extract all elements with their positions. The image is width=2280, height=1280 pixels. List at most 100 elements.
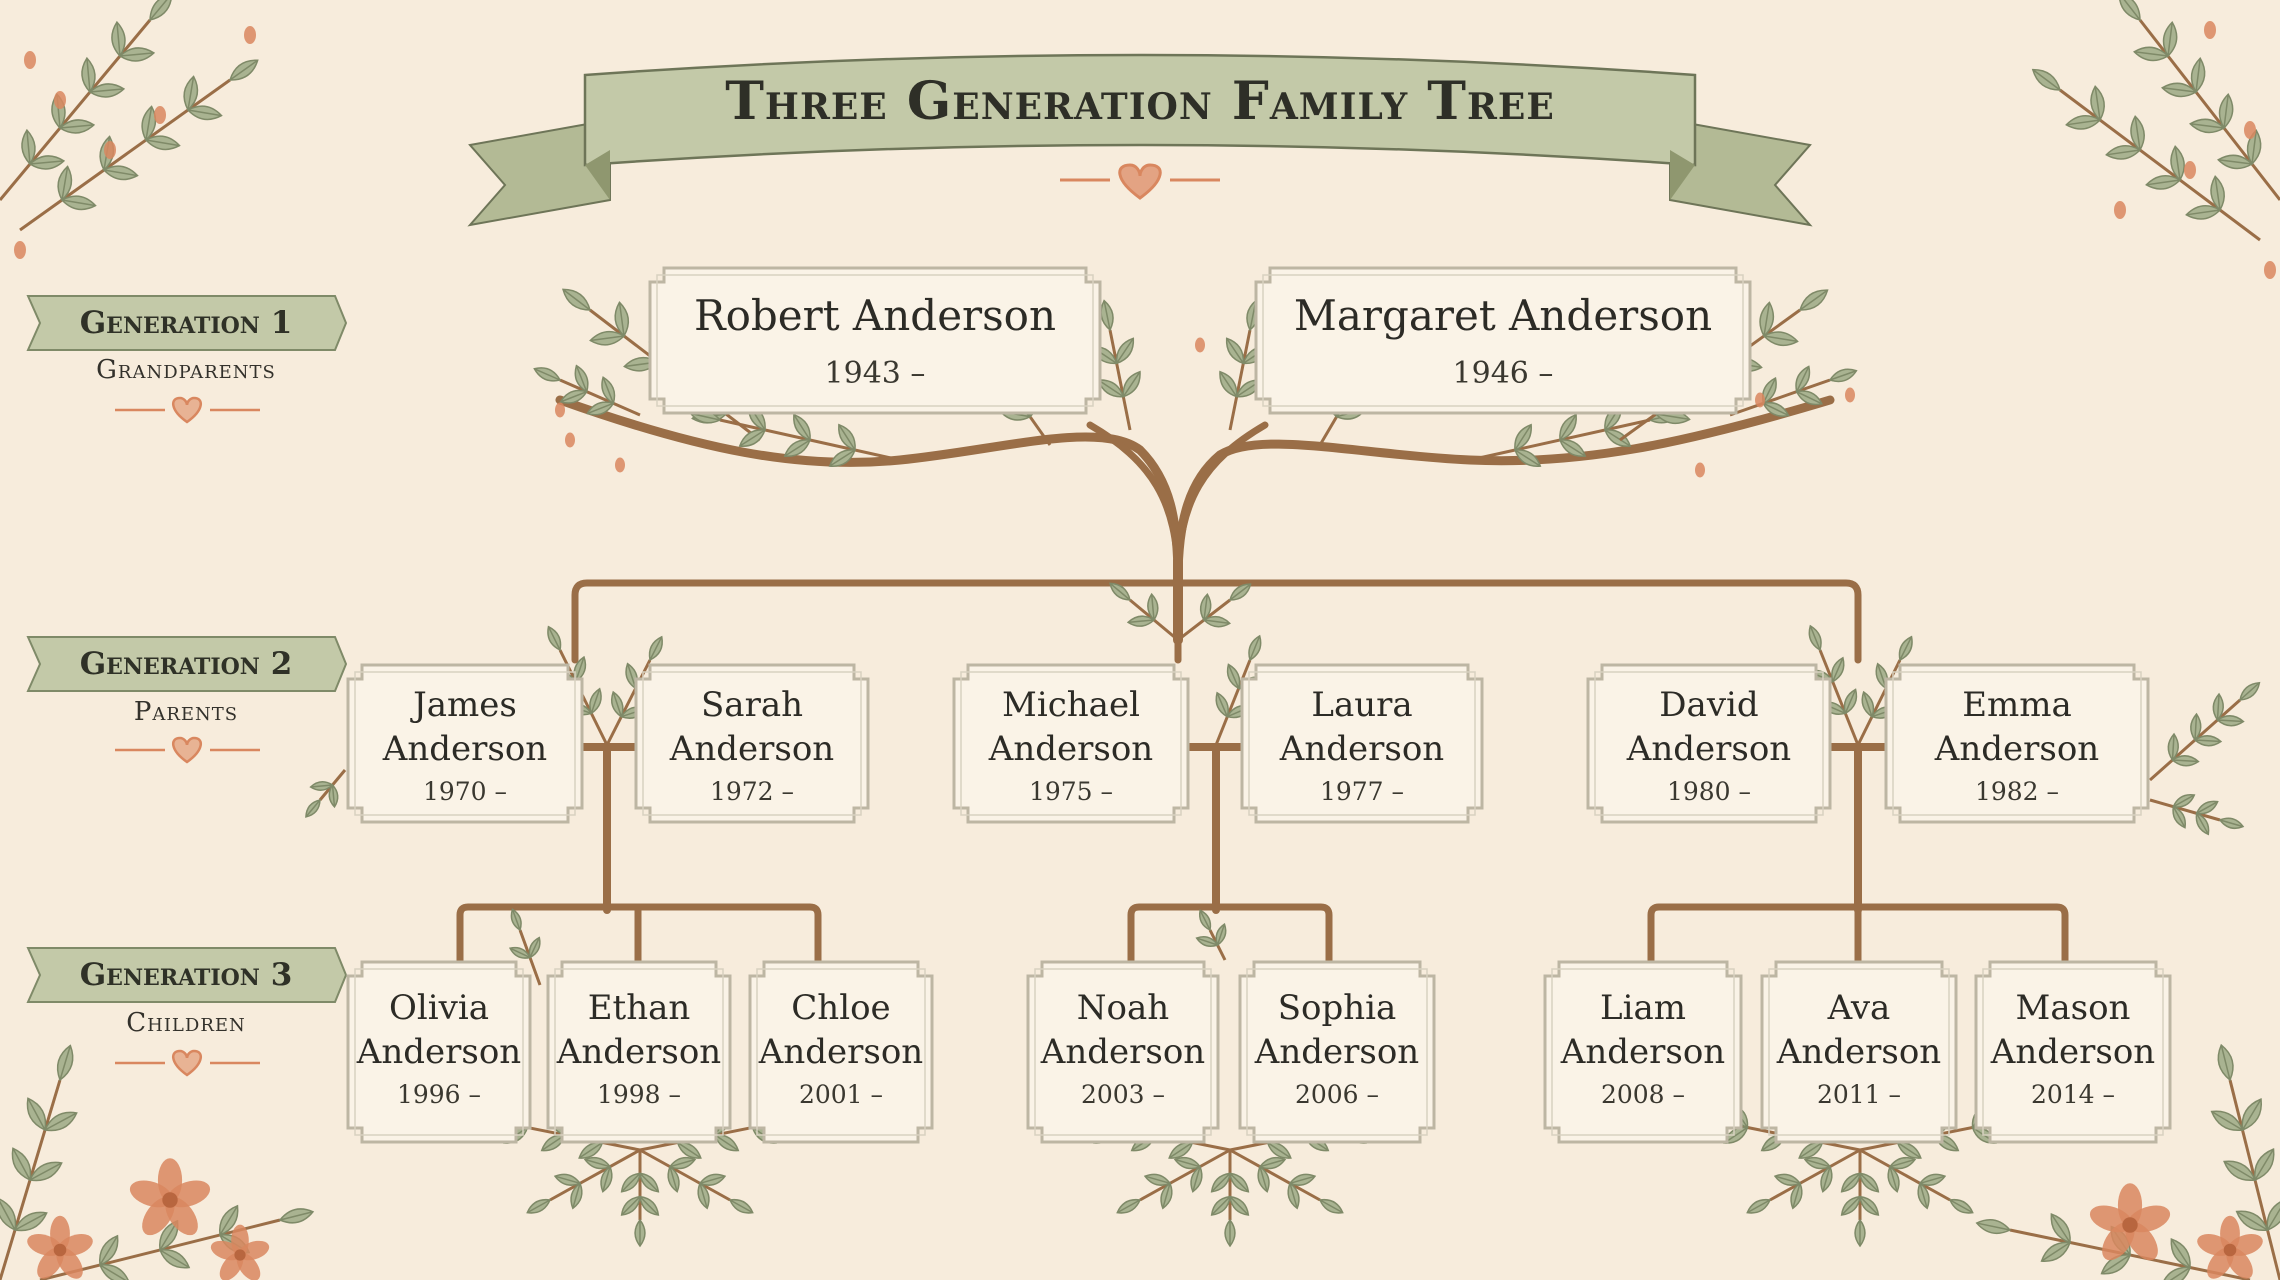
leaf-icon xyxy=(574,364,589,393)
leaf-icon xyxy=(1795,390,1824,406)
bud-icon xyxy=(2244,121,2256,139)
person-card-sarah[interactable]: Sarah Anderson 1972 – xyxy=(636,665,868,822)
sprig-stem xyxy=(559,378,641,417)
leaf-icon xyxy=(1226,663,1241,690)
person-birth-year: 1977 – xyxy=(1319,777,1405,806)
flower-icon xyxy=(210,1224,270,1280)
person-card-ava[interactable]: Ava Anderson 2011 – xyxy=(1762,962,1956,1142)
bud-icon xyxy=(2204,21,2216,39)
leaf-icon xyxy=(219,1204,239,1237)
person-first-name: Mason xyxy=(2015,988,2131,1028)
card-frame xyxy=(346,960,532,1144)
leaf-icon xyxy=(1229,1195,1250,1216)
leaf-icon xyxy=(528,936,541,959)
person-card-chloe[interactable]: Chloe Anderson 2001 – xyxy=(750,962,932,1142)
leaf-icon xyxy=(1513,449,1542,467)
person-first-name: Ava xyxy=(1827,988,1891,1028)
sprig-stem xyxy=(1139,1148,1231,1202)
person-card-noah[interactable]: Noah Anderson 2003 – xyxy=(1028,962,1218,1142)
person-first-name: Michael xyxy=(1002,685,1140,725)
leaf-icon xyxy=(559,389,588,404)
leaf-icon xyxy=(1215,691,1229,718)
person-first-name: Sophia xyxy=(1277,988,1397,1028)
card-inner-frame xyxy=(1248,671,1476,816)
leaf-icon xyxy=(2193,735,2223,747)
person-card-mason[interactable]: Mason Anderson 2014 – xyxy=(1976,962,2170,1142)
leaf-icon xyxy=(2216,715,2245,727)
person-last-name: Anderson xyxy=(1040,1032,1206,1072)
leaf-icon xyxy=(1803,1156,1832,1170)
leaf-icon xyxy=(2160,1266,2192,1280)
leaf-icon xyxy=(2040,1241,2072,1262)
leaf-icon xyxy=(2195,800,2219,815)
person-last-name: Anderson xyxy=(758,1032,924,1072)
person-card-margaret[interactable]: Margaret Anderson 1946 – xyxy=(1256,268,1750,413)
page-title: Three Generation Family Tree xyxy=(725,71,1555,132)
leaf-icon xyxy=(2162,21,2178,58)
leaf-icon xyxy=(1210,1172,1231,1193)
person-card-laura[interactable]: Laura Anderson 1977 – xyxy=(1242,665,1482,822)
leaf-icon xyxy=(1840,1195,1861,1216)
leaf-icon xyxy=(2130,115,2145,152)
card-frame xyxy=(1760,960,1958,1144)
person-card-liam[interactable]: Liam Anderson 2008 – xyxy=(1545,962,1741,1142)
person-card-emma[interactable]: Emma Anderson 1982 – xyxy=(1886,665,2148,822)
leaf-icon xyxy=(1603,429,1632,447)
flower-decorations xyxy=(14,21,2276,1280)
leaf-icon xyxy=(1559,413,1577,442)
sprig-stem xyxy=(639,1148,731,1202)
leaf-icon xyxy=(1190,1165,1203,1193)
card-frame xyxy=(634,663,870,824)
person-name: Robert Anderson xyxy=(693,291,1057,340)
leaf-icon xyxy=(1746,1198,1772,1214)
leaf-icon xyxy=(1795,365,1811,393)
person-birth-year: 2001 – xyxy=(798,1080,884,1109)
card-frame xyxy=(346,663,584,824)
leaf-icon xyxy=(1888,1156,1917,1170)
generation-3-sub: Children xyxy=(126,1008,246,1038)
person-first-name: Ethan xyxy=(587,988,691,1028)
leaf-icon xyxy=(1199,909,1212,932)
person-last-name: Anderson xyxy=(356,1032,522,1072)
leaf-icon xyxy=(738,429,767,447)
leaf-icon xyxy=(2145,175,2182,190)
person-card-ethan[interactable]: Ethan Anderson 1998 – xyxy=(548,962,730,1142)
leaf-icon xyxy=(601,376,616,405)
leaf-icon xyxy=(1759,301,1775,338)
card-frame xyxy=(1974,960,2172,1144)
leaf-icon xyxy=(13,1211,48,1232)
leaf-icon xyxy=(634,1218,646,1248)
generation-2-sub: Parents xyxy=(133,697,239,727)
leaf-icon xyxy=(1854,1218,1866,1248)
person-birth-year: 2003 – xyxy=(1080,1080,1166,1109)
leaf-icon xyxy=(2050,1213,2071,1244)
sprig-stem xyxy=(549,1148,641,1202)
person-card-olivia[interactable]: Olivia Anderson 1996 – xyxy=(348,962,530,1142)
person-card-michael[interactable]: Michael Anderson 1975 – xyxy=(954,665,1188,822)
bud-icon xyxy=(615,457,625,473)
person-card-sophia[interactable]: Sophia Anderson 2006 – xyxy=(1240,962,1434,1142)
leaf-icon xyxy=(2031,68,2061,91)
leaf-icon xyxy=(2170,145,2185,182)
leaf-icon xyxy=(2190,57,2206,94)
leaf-icon xyxy=(309,781,334,791)
leaf-icon xyxy=(111,20,126,58)
generation-3-label: Generation 3 xyxy=(79,957,293,993)
leaf-icon xyxy=(1898,635,1913,662)
card-inner-frame xyxy=(656,274,1094,407)
person-card-robert[interactable]: Robert Anderson 1943 – xyxy=(650,268,1100,413)
person-birth-year: 2006 – xyxy=(1294,1080,1380,1109)
leaf-icon xyxy=(1859,1195,1880,1216)
sprig-stem xyxy=(19,78,231,232)
bud-icon xyxy=(154,106,166,124)
leaf-icon xyxy=(1109,582,1131,601)
person-first-name: David xyxy=(1659,685,1759,725)
bud-icon xyxy=(2114,201,2126,219)
bud-icon xyxy=(555,402,565,418)
leaf-icon xyxy=(58,119,96,134)
leaf-icon xyxy=(118,47,156,62)
person-birth-year: 1980 – xyxy=(1666,777,1752,806)
person-card-james[interactable]: James Anderson 1970 – xyxy=(348,665,582,822)
leaf-icon xyxy=(1287,1182,1300,1210)
person-card-david[interactable]: David Anderson 1980 – xyxy=(1588,665,1830,822)
